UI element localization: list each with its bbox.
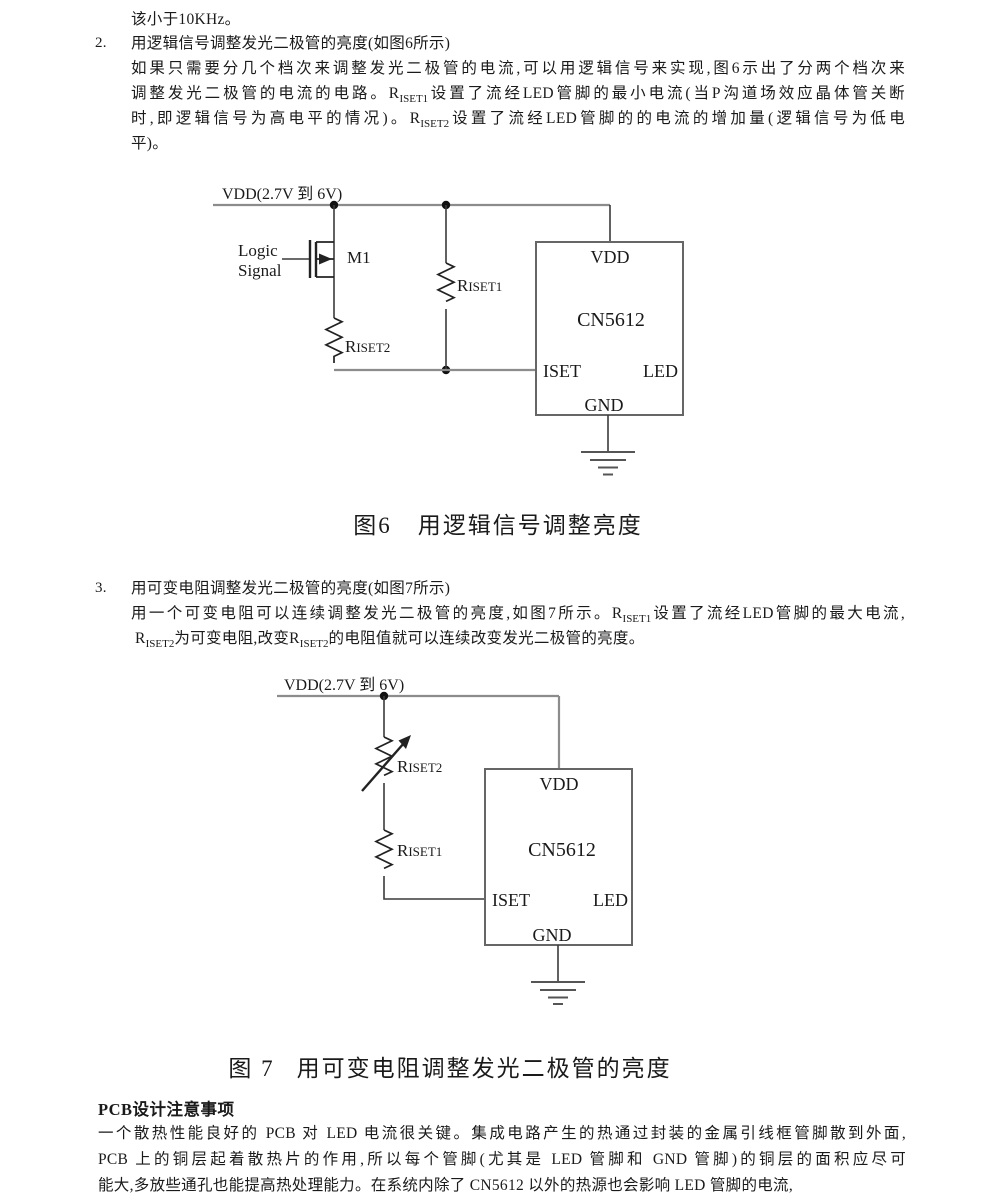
item2-body-line: 调整发光二极管的电流的电路。RISET1设置了流经LED管脚的最小电流(当P沟道… [131,85,905,105]
item2-body-line: 时,即逻辑信号为高电平的情况)。RISET2设置了流经LED管脚的的电流的增加量… [131,110,905,130]
figure7-circuit-diagram: VDD(2.7V 到 6V) RISET2 RISET1 VDD CN5612 … [277,676,633,1005]
fig7-vdd-rail-label: VDD(2.7V 到 6V) [284,676,404,694]
figure6-circuit-diagram: VDD(2.7V 到 6V) Logic Signal M1 RISET2 RI… [213,185,684,476]
logic-signal-label: Signal [238,261,282,280]
figure6-caption-number: 图6 [353,513,392,538]
ground-symbol-icon [531,945,585,1005]
resistor-riset2-label: RISET2 [397,757,442,776]
item3-number: 3. [95,580,107,596]
chip-pin-vdd: VDD [540,774,579,794]
variable-resistor-riset2-icon [361,735,411,792]
item2-title: 用逻辑信号调整发光二极管的亮度(如图6所示) [131,35,451,52]
chip-pin-gnd: GND [533,925,572,945]
pcb-paragraph-line: 一个散热性能良好的 PCB 对 LED 电流很关键。集成电路产生的热通过封装的金… [98,1125,906,1142]
item3-body-line: 用一个可变电阻可以连续调整发光二极管的亮度,如图7所示。RISET1设置了流经L… [131,605,905,625]
chip-pin-gnd: GND [585,395,624,415]
pcb-paragraph-line: PCB 上的铜层起着散热片的作用,所以每个管脚(尤其是 LED 管脚和 GND … [98,1151,906,1168]
intro-line: 该小于10KHz。 [131,11,241,28]
resistor-riset1-label: RISET1 [457,276,502,295]
mosfet-m1-icon [282,205,335,318]
figure7-caption-title: 用可变电阻调整发光二极管的亮度 [296,1056,672,1081]
ground-symbol-icon [581,415,635,476]
figure6-caption: 图6 用逻辑信号调整亮度 [238,506,758,540]
chip-pin-vdd: VDD [591,247,630,267]
chip-pin-iset: ISET [543,361,581,381]
resistor-riset1-icon [374,829,394,870]
item2-body-line: 如果只需要分几个档次来调整发光二极管的电流,可以用逻辑信号来实现,图6示出了分两… [131,60,905,77]
resistor-riset2-label: RISET2 [345,337,390,356]
item3-body-line: RISET2为可变电阻,改变RISET2的电阻值就可以连续改变发光二极管的亮度。 [135,630,645,650]
item2-number: 2. [95,35,107,51]
chip-pin-led: LED [593,890,628,910]
fig7-iset-wire [383,876,485,900]
resistor-riset1-icon [436,262,456,303]
chip-pin-iset: ISET [492,890,530,910]
fig6-vdd-rail-label: VDD(2.7V 到 6V) [222,185,342,203]
pcb-section-heading: PCB设计注意事项 [98,1100,235,1119]
figure7-caption-number: 图 7 [228,1056,275,1081]
pcb-paragraph-line: 能大,多放些通孔也能提高热处理能力。在系统内除了 CN5612 以外的热源也会影… [98,1177,794,1194]
mosfet-m1-label: M1 [347,248,371,267]
item2-body-line: 平)。 [131,135,169,152]
figure6-caption-title: 用逻辑信号调整亮度 [417,513,643,538]
logic-signal-label: Logic [238,241,278,260]
chip-name: CN5612 [528,839,596,861]
figure7-caption: 图 7 用可变电阻调整发光二极管的亮度 [95,1049,805,1083]
resistor-riset1-label: RISET1 [397,841,442,860]
item3-title: 用可变电阻调整发光二极管的亮度(如图7所示) [131,580,451,597]
chip-pin-led: LED [643,361,678,381]
chip-name: CN5612 [577,309,645,331]
resistor-riset2-icon [324,317,344,363]
cn5612-chip-box [535,241,684,416]
